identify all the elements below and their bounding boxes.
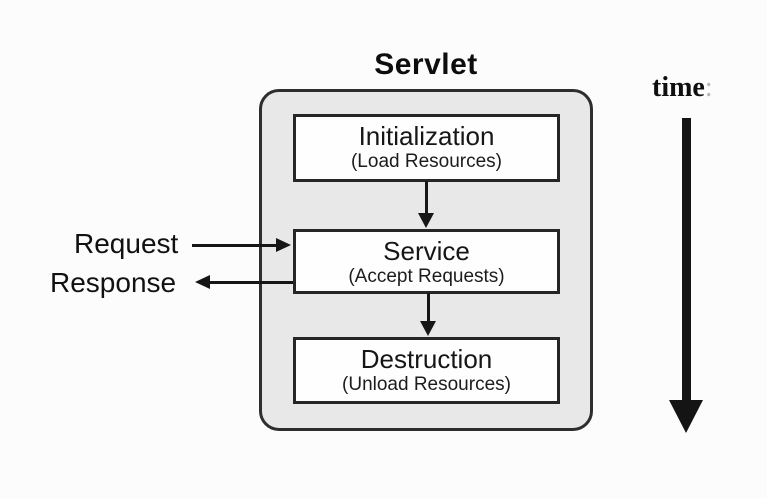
right-arrowhead-icon [276, 238, 291, 252]
time-colon: : [704, 72, 713, 103]
stage-service: Service (Accept Requests) [293, 229, 560, 294]
stage-initialization: Initialization (Load Resources) [293, 114, 560, 182]
down-arrowhead-icon [669, 400, 703, 433]
stage-destruction-name: Destruction [360, 344, 493, 374]
response-arrow-line [209, 281, 293, 284]
left-arrowhead-icon [195, 275, 210, 289]
stage-destruction-subtitle: (Unload Resources) [342, 374, 511, 395]
down-arrowhead-icon [420, 321, 436, 336]
request-arrow-line [192, 244, 277, 247]
stage-service-name: Service [383, 236, 470, 266]
down-arrowhead-icon [418, 213, 434, 228]
arrow-init-to-service-line [425, 181, 428, 215]
time-arrow-line [682, 118, 691, 401]
response-label: Response [50, 267, 177, 298]
diagram-title: Servlet [374, 48, 478, 81]
time-label-text: time [652, 72, 705, 103]
stage-initialization-subtitle: (Load Resources) [350, 151, 503, 172]
arrow-service-to-destruction-line [427, 293, 430, 323]
request-label: Request [74, 228, 179, 259]
time-label: time: [652, 72, 713, 104]
stage-service-subtitle: (Accept Requests) [348, 266, 505, 287]
stage-destruction: Destruction (Unload Resources) [293, 337, 560, 404]
stage-initialization-name: Initialization [358, 121, 495, 151]
